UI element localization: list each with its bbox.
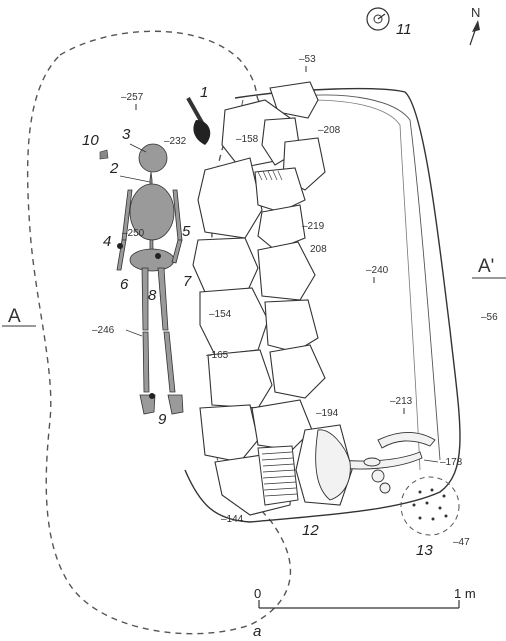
find-8-dot bbox=[155, 253, 161, 259]
stone bbox=[251, 399, 313, 451]
depth-208a: –208 bbox=[318, 125, 341, 136]
stone bbox=[264, 299, 319, 353]
left-forearm bbox=[116, 239, 127, 271]
object-10 bbox=[99, 149, 109, 160]
label-3: 3 bbox=[122, 126, 131, 143]
stone bbox=[192, 237, 259, 293]
leader-3 bbox=[129, 143, 147, 153]
section-label-right: A' bbox=[478, 256, 494, 277]
depth-158: –158 bbox=[236, 134, 259, 145]
label-10: 10 bbox=[82, 132, 99, 149]
label-9: 9 bbox=[158, 411, 167, 428]
label-1: 1 bbox=[200, 84, 208, 101]
depth-178: –178 bbox=[440, 457, 463, 468]
depth-165: –165 bbox=[206, 350, 229, 361]
label-6: 6 bbox=[120, 276, 129, 293]
right-femur bbox=[157, 267, 169, 331]
depth-257: –257 bbox=[121, 92, 144, 103]
chamber-inner-line-2 bbox=[309, 99, 421, 471]
label-13: 13 bbox=[416, 542, 433, 559]
depth-144: –144 bbox=[221, 514, 244, 525]
skeleton bbox=[116, 143, 184, 415]
depth-232: –232 bbox=[164, 136, 187, 147]
depth-246: –246 bbox=[92, 325, 115, 336]
depth-readings: –53 –257 –232 –208 –158 –250 –219 208 –2… bbox=[92, 54, 498, 548]
hatch-strip bbox=[257, 170, 283, 181]
stone bbox=[269, 344, 326, 399]
stone-wall bbox=[192, 81, 353, 516]
right-foot bbox=[167, 394, 184, 415]
leader-2 bbox=[119, 175, 151, 183]
label-8: 8 bbox=[148, 287, 157, 304]
wood-fragment bbox=[257, 445, 299, 506]
label-12: 12 bbox=[302, 522, 319, 539]
scale-bar: 0 1 m bbox=[254, 586, 476, 609]
pit-outline-dashed bbox=[26, 30, 292, 635]
chamber-outline bbox=[184, 87, 461, 523]
scale-end-label: 1 m bbox=[454, 586, 476, 601]
stone bbox=[197, 157, 263, 239]
object-1 bbox=[186, 97, 211, 145]
label-4: 4 bbox=[103, 233, 111, 250]
right-tibia bbox=[163, 331, 176, 393]
north-label: N bbox=[471, 5, 480, 20]
skull bbox=[138, 143, 168, 173]
stone bbox=[207, 349, 273, 409]
chamber-inner-line bbox=[299, 94, 441, 461]
left-femur bbox=[141, 267, 149, 331]
depth-240: –240 bbox=[366, 265, 389, 276]
depth-53: –53 bbox=[299, 54, 316, 65]
label-2: 2 bbox=[109, 160, 119, 177]
label-5: 5 bbox=[182, 223, 191, 240]
figure-caption: a bbox=[253, 623, 261, 640]
stone bbox=[199, 404, 259, 463]
section-label-left: A bbox=[8, 306, 21, 327]
scale-start-label: 0 bbox=[254, 586, 261, 601]
depth-213: –213 bbox=[390, 396, 413, 407]
depth-250: –250 bbox=[122, 228, 145, 239]
depth-47: –47 bbox=[453, 537, 470, 548]
stone bbox=[257, 241, 316, 301]
depth-56: –56 bbox=[481, 312, 498, 323]
left-tibia bbox=[142, 331, 150, 393]
object-13 bbox=[400, 476, 460, 536]
find-4-dot bbox=[117, 243, 123, 249]
object-11 bbox=[366, 7, 390, 31]
depth-219: –219 bbox=[302, 221, 325, 232]
right-humerus bbox=[172, 189, 183, 241]
animal-bones bbox=[315, 429, 436, 501]
label-11: 11 bbox=[396, 21, 412, 38]
depth-208b: 208 bbox=[310, 244, 327, 255]
depth-154: –154 bbox=[209, 309, 232, 320]
label-7: 7 bbox=[183, 273, 192, 290]
right-forearm bbox=[171, 239, 183, 264]
pelvis bbox=[129, 248, 175, 272]
depth-194: –194 bbox=[316, 408, 339, 419]
rib-cage bbox=[129, 183, 175, 241]
find-9-dot bbox=[149, 393, 155, 399]
north-arrow-icon: N bbox=[469, 5, 480, 46]
stone bbox=[199, 287, 269, 356]
